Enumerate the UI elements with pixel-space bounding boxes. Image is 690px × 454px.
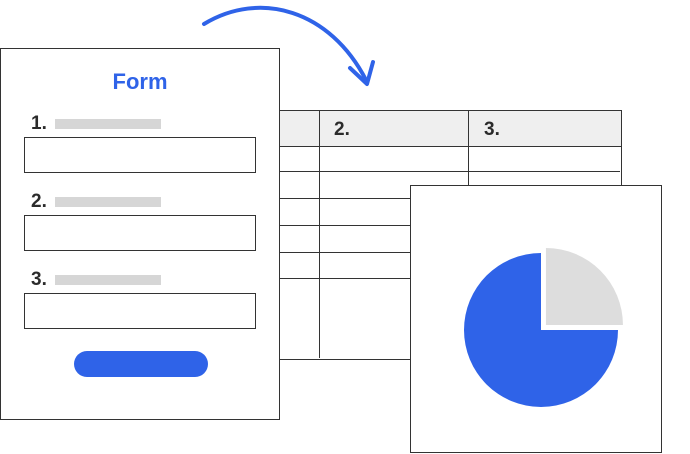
form-title: Form xyxy=(112,69,168,94)
form-input-3[interactable] xyxy=(24,293,256,329)
pie-slice xyxy=(545,248,623,326)
table-row-line xyxy=(206,252,411,253)
field-number: 3. xyxy=(31,269,47,290)
pie-chart xyxy=(464,248,623,407)
table-row-line xyxy=(206,171,620,172)
pie-slice xyxy=(464,253,618,407)
field-label-placeholder xyxy=(55,197,161,207)
table-column-header: 3. xyxy=(484,119,500,140)
field-number: 1. xyxy=(31,113,47,134)
form-input-1[interactable] xyxy=(24,137,256,173)
form-card: Form 1. 2. 3. xyxy=(0,48,280,420)
table-column-divider xyxy=(468,111,469,186)
form-input-2[interactable] xyxy=(24,215,256,251)
submit-button[interactable] xyxy=(74,351,208,377)
field-label-placeholder xyxy=(55,119,161,129)
table-row-line xyxy=(206,198,411,199)
pie-chart-card xyxy=(410,185,662,453)
field-number: 2. xyxy=(31,191,47,212)
table-column-divider xyxy=(319,111,320,358)
table-column-header: 2. xyxy=(334,119,350,140)
table-row-line xyxy=(206,225,411,226)
table-row-line xyxy=(206,278,411,279)
field-label-placeholder xyxy=(55,275,161,285)
